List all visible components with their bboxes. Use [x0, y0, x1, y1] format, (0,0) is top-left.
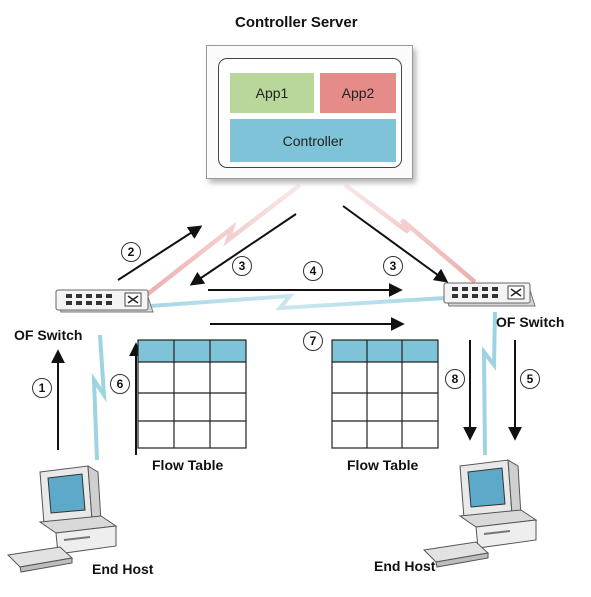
- step-3-right-marker: 3: [383, 256, 403, 276]
- left-end-host-label: End Host: [92, 561, 154, 577]
- right-control-link: [343, 183, 477, 284]
- left-computer-icon: [6, 465, 118, 573]
- app1-box: App1: [230, 73, 314, 113]
- controller-box: Controller: [230, 119, 396, 162]
- left-control-link: [138, 183, 302, 302]
- right-switch-label: OF Switch: [496, 314, 565, 330]
- left-flow-table-grid: [137, 339, 247, 449]
- right-end-host-label: End Host: [374, 558, 436, 574]
- step-3-left-marker: 3: [232, 256, 252, 276]
- app2-box: App2: [320, 73, 396, 113]
- left-switch-icon: [55, 289, 154, 313]
- left-host-link: [91, 334, 107, 461]
- arrow-step-2: [117, 225, 203, 281]
- step-6-marker: 6: [110, 374, 130, 394]
- switch-to-switch-link: [149, 293, 446, 311]
- right-flow-table-grid: [331, 339, 439, 449]
- arrow-step-3-left: [189, 213, 297, 286]
- right-host-link: [481, 311, 497, 456]
- left-flow-table-label: Flow Table: [152, 457, 224, 473]
- step-4-marker: 4: [303, 261, 323, 281]
- right-switch-icon: [443, 282, 536, 307]
- left-switch-label: OF Switch: [14, 327, 83, 343]
- right-computer-icon: [422, 459, 538, 568]
- controller-server-title: Controller Server: [235, 14, 358, 31]
- step-5-marker: 5: [520, 369, 540, 389]
- step-8-marker: 8: [445, 369, 465, 389]
- right-flow-table-label: Flow Table: [347, 457, 419, 473]
- step-7-marker: 7: [303, 331, 323, 351]
- step-2-marker: 2: [121, 242, 141, 262]
- arrow-step-3-right: [342, 205, 449, 283]
- step-1-marker: 1: [32, 378, 52, 398]
